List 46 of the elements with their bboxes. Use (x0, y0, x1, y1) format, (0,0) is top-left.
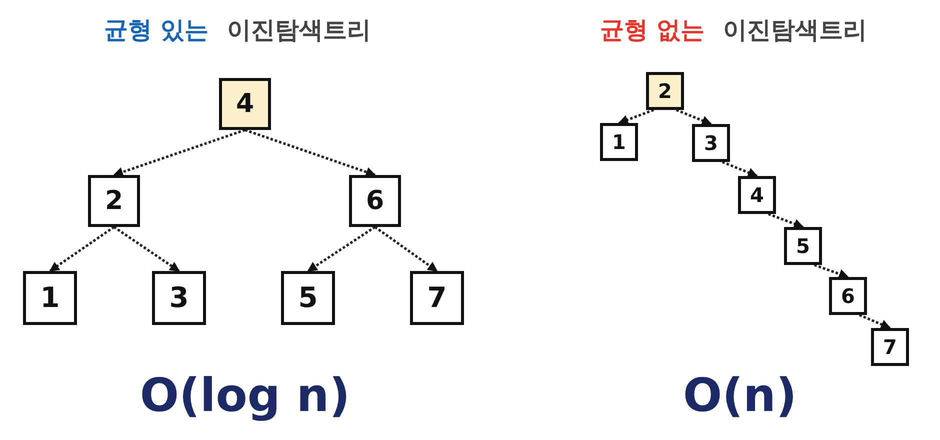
tree-node-box (646, 72, 684, 110)
node-value: 4 (236, 91, 254, 117)
title-text: 이진탐색트리 (227, 16, 371, 45)
tree-node-box (600, 123, 638, 161)
tree-node-box (152, 271, 206, 325)
node-value: 2 (104, 188, 124, 214)
tree-node-box (738, 176, 776, 214)
tree-node-box (410, 271, 464, 325)
arrow (113, 128, 246, 177)
arrow (676, 108, 712, 126)
tree-node-box (871, 328, 909, 366)
node-value: 1 (612, 132, 626, 152)
complexity-text: O(n) (683, 368, 797, 424)
tree-node-box (829, 277, 867, 315)
node-value: 4 (750, 185, 764, 205)
arrow (113, 226, 180, 272)
node-value: 7 (883, 337, 897, 357)
arrow (618, 108, 654, 125)
title-text: 균형 있는 (104, 16, 208, 45)
node-value: 3 (169, 284, 189, 312)
complexity-text: O(log n) (140, 368, 350, 424)
node-value: 2 (658, 81, 672, 101)
arrow (49, 226, 115, 272)
arrow (858, 314, 891, 330)
node-value: 5 (796, 236, 810, 256)
node-value: 1 (40, 284, 60, 312)
arrow (722, 160, 758, 178)
tree-node-box (219, 78, 271, 130)
node-value: 7 (427, 284, 447, 312)
arrow (374, 226, 438, 272)
tree-node-box (784, 227, 822, 265)
title-text: 균형 없는 (600, 16, 704, 45)
arrow (768, 212, 804, 229)
node-value: 6 (366, 188, 384, 214)
tree-node-box (23, 271, 77, 325)
node-value: 6 (841, 286, 855, 306)
node-value: 5 (298, 284, 318, 312)
arrow (307, 226, 376, 272)
tree-node-box (281, 271, 335, 325)
tree-node-box (88, 175, 140, 227)
node-value: 3 (704, 133, 718, 153)
title-text: 이진탐색트리 (723, 16, 867, 45)
arrow (814, 264, 849, 279)
tree-node-box (692, 124, 730, 162)
tree-node-box (349, 175, 401, 227)
arrow (244, 128, 376, 177)
